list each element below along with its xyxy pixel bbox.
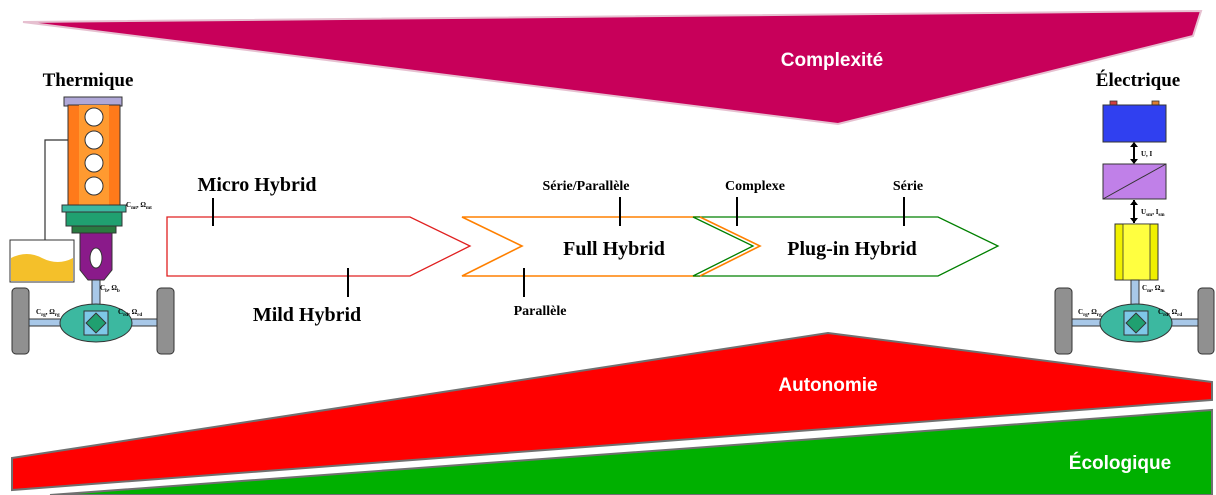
flywheel: [61, 204, 127, 213]
left-wheel: [11, 287, 30, 355]
serie-parallele-tag: Série/Parallèle: [542, 179, 629, 194]
autonomie-band: Autonomie: [11, 331, 1213, 492]
electric-left-wheel: [1054, 287, 1073, 355]
ecologique-shape: [49, 408, 1213, 495]
thermal-powertrain: Thermique Cmt, Ωmt Cb, Ωb Crg,: [9, 70, 175, 355]
label-cb: Cb, Ωb: [100, 284, 120, 294]
label-crg: Crg, Ωrg: [36, 308, 60, 318]
arrow-down-icon: [1130, 218, 1138, 223]
ecologique-band: Écologique: [49, 408, 1213, 495]
converter-diagonal: [1102, 163, 1167, 200]
battery-icon: [1102, 104, 1167, 143]
autonomie-shape: [11, 331, 1213, 492]
right-wheel: [156, 287, 175, 355]
label-electric-crg: Crg, Ωrg: [1078, 308, 1102, 318]
label-ui: U, I: [1141, 150, 1153, 158]
electrique-title: Électrique: [1096, 69, 1180, 91]
electric-differential-gear: [1125, 312, 1147, 334]
arrow-up-icon: [1130, 200, 1138, 205]
ecologique-label: Écologique: [1069, 452, 1171, 474]
serie-tag: Série: [893, 179, 923, 194]
parallele-tag: Parallèle: [514, 304, 567, 319]
fuel-level: [11, 254, 73, 281]
gearbox-icon: [89, 247, 103, 269]
arrow-down-icon: [1130, 159, 1138, 164]
micro-hybrid-label: Micro Hybrid: [197, 174, 316, 196]
plugin-hybrid-label: Plug-in Hybrid: [787, 238, 916, 260]
complexite-shape: [22, 9, 1203, 126]
micro-mild-arrow: [166, 216, 472, 277]
piston-icon: [84, 107, 104, 127]
piston-icon: [84, 130, 104, 150]
label-cm: Cm, Ωm: [1142, 284, 1165, 294]
label-electric-crd: Crd, Ωrd: [1158, 308, 1182, 318]
autonomie-label: Autonomie: [778, 375, 877, 396]
complexe-tag: Complexe: [725, 179, 785, 194]
complexite-label: Complexité: [781, 50, 883, 71]
electric-right-wheel: [1197, 287, 1215, 355]
label-crd: Crd, Ωrd: [118, 308, 142, 318]
fuel-line: [44, 139, 68, 240]
thermique-title: Thermique: [43, 70, 134, 91]
full-hybrid-tip: [699, 216, 762, 277]
full-hybrid-label: Full Hybrid: [563, 238, 665, 260]
plugin-hybrid-arrow: [692, 216, 1000, 277]
electric-powertrain: Électrique U, I Usm, Ism Cm, Ωm Crg, Ωrg: [1054, 69, 1215, 355]
arrow-up-icon: [1130, 142, 1138, 147]
clutch-plate: [71, 225, 117, 234]
clutch: [65, 211, 123, 227]
label-usm: Usm, Ism: [1141, 208, 1165, 218]
differential-gear: [85, 312, 107, 334]
hybrid-stages: Micro Hybrid Mild Hybrid Full Hybrid Plu…: [166, 174, 1000, 326]
mild-hybrid-label: Mild Hybrid: [253, 304, 361, 326]
motor-core: [1122, 223, 1151, 281]
label-cmt: Cmt, Ωmt: [126, 201, 152, 211]
piston-icon: [84, 176, 104, 196]
piston-icon: [84, 153, 104, 173]
complexite-band: Complexité: [22, 9, 1203, 126]
